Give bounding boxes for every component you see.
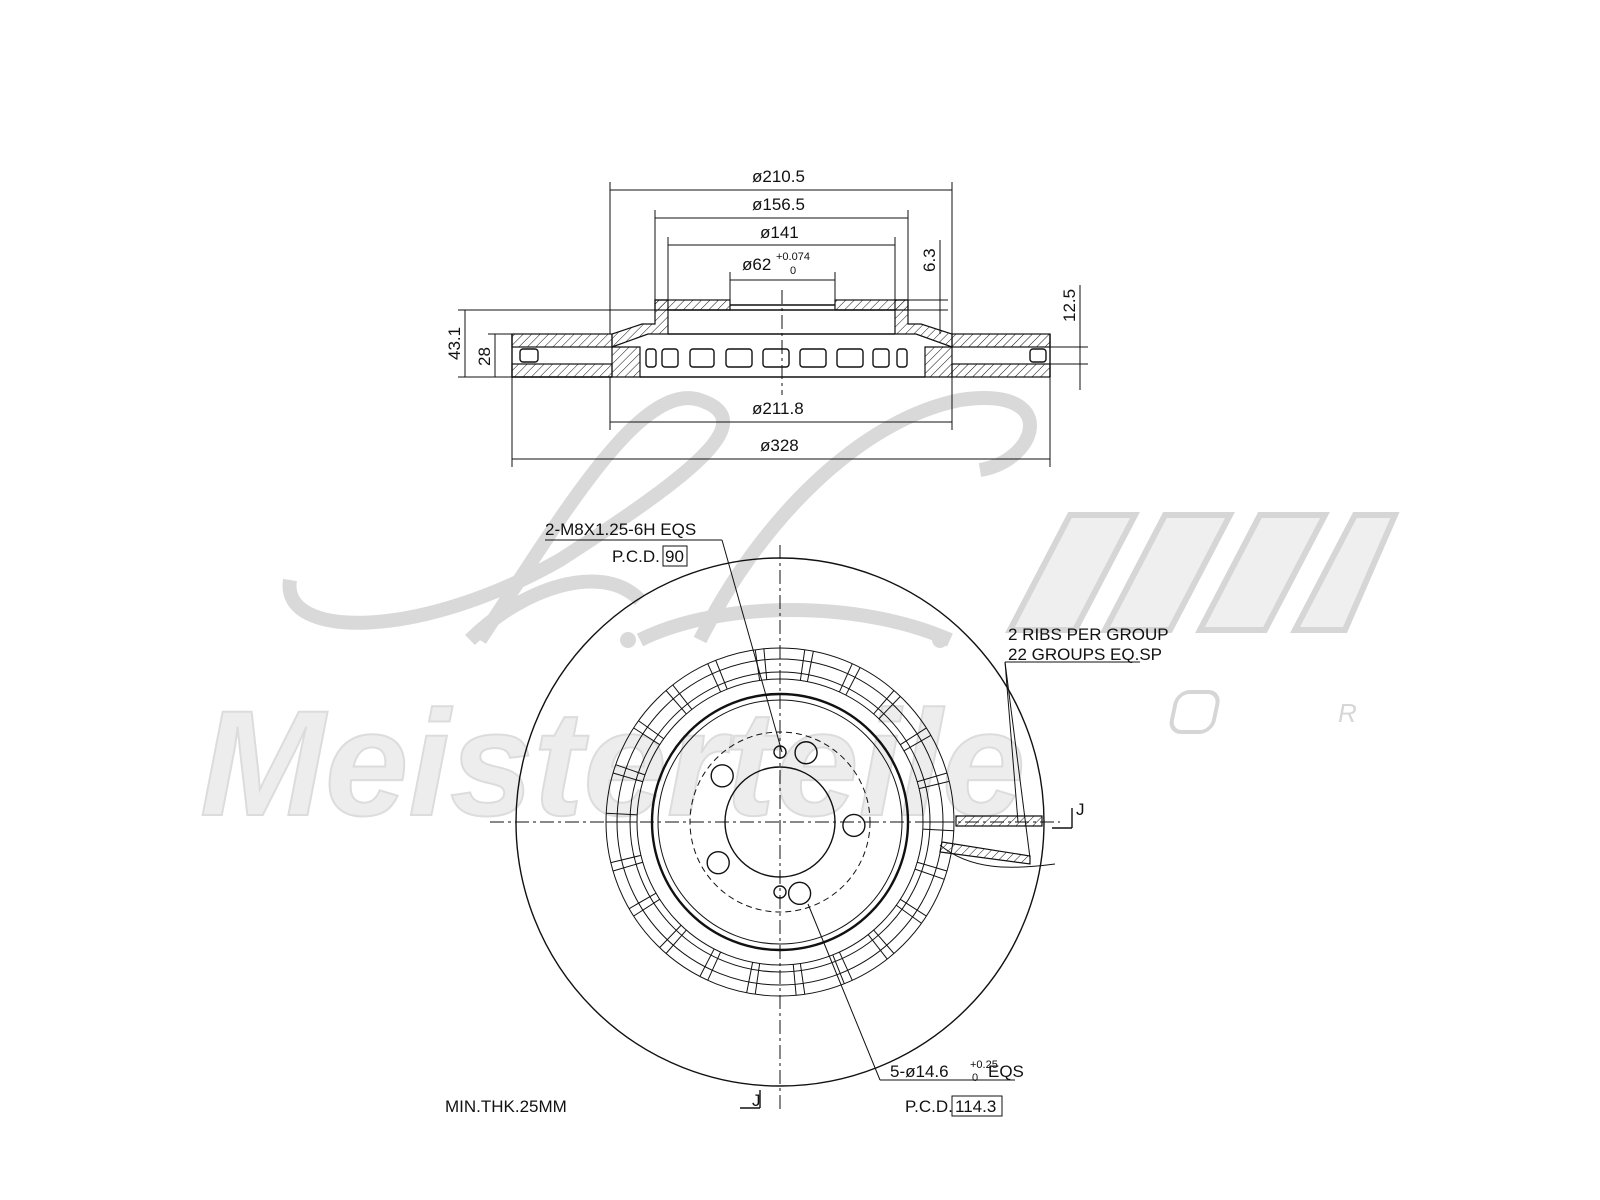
vent-rib bbox=[715, 660, 728, 690]
vent-rib bbox=[633, 727, 660, 746]
vent-rib bbox=[606, 812, 638, 816]
vent-rib bbox=[914, 868, 945, 880]
vent-rib bbox=[615, 764, 646, 776]
vent-ring-right bbox=[924, 346, 953, 378]
thread-pcd-value: 90 bbox=[665, 547, 684, 566]
bolt-hole bbox=[794, 741, 818, 765]
vent-rib bbox=[665, 690, 687, 715]
vent-rib bbox=[628, 892, 657, 910]
bolt-pcd-value: 114.3 bbox=[955, 1097, 996, 1116]
hat-top-left bbox=[654, 299, 731, 311]
vent-rib bbox=[672, 684, 693, 710]
vent-rib bbox=[900, 727, 927, 746]
dim-lines bbox=[458, 182, 1088, 467]
vent-rib bbox=[806, 651, 814, 682]
vent-rib bbox=[638, 720, 665, 740]
vent-rib bbox=[867, 934, 888, 960]
bolt-hole bbox=[710, 764, 734, 788]
section-marker-bottom: J bbox=[752, 1091, 761, 1110]
dim-thickness: 28 bbox=[475, 347, 494, 366]
section-marker-top: J bbox=[1076, 800, 1085, 819]
ribs-line-2: 22 GROUPS EQ.SP bbox=[1008, 645, 1162, 664]
vent-rib bbox=[612, 772, 643, 783]
bolt-hole bbox=[706, 851, 730, 875]
friction-plate-right-top bbox=[951, 333, 1051, 348]
vent-rib bbox=[707, 663, 722, 693]
dim-hat-wall: 6.3 bbox=[920, 248, 939, 272]
vent-rib bbox=[918, 780, 950, 790]
vent-ribs bbox=[606, 648, 954, 996]
vent-rib bbox=[763, 648, 768, 680]
vent-rib bbox=[917, 772, 948, 783]
vent-rib bbox=[659, 924, 682, 948]
vent-rib bbox=[878, 696, 901, 720]
vent-ring-left bbox=[611, 346, 641, 378]
vent-rib bbox=[832, 954, 845, 984]
vent-rib bbox=[754, 963, 761, 995]
bolt-callout-suffix: EQS bbox=[988, 1062, 1024, 1081]
thread-pcd-label: P.C.D. bbox=[612, 547, 660, 566]
watermark-brand-text: Meisterteile bbox=[200, 679, 1025, 847]
bolt-hole bbox=[787, 881, 812, 906]
friction-plate-left-bottom bbox=[511, 363, 613, 378]
hat-top-right bbox=[834, 299, 909, 311]
vent-rib bbox=[900, 898, 927, 917]
vent-rib bbox=[903, 734, 932, 752]
bolt-hole bbox=[842, 813, 866, 838]
vent-rib bbox=[838, 663, 853, 693]
vent-rib bbox=[838, 951, 853, 981]
plan-view: J J 2-M8X1.25-6H EQS P.C.D. 90 2 RIBS PE… bbox=[445, 520, 1169, 1117]
bolt-tol-lower: 0 bbox=[972, 1072, 978, 1084]
vent-rib bbox=[792, 964, 797, 996]
vent-slots bbox=[519, 348, 1047, 368]
thread-callout: 2-M8X1.25-6H EQS bbox=[545, 520, 696, 539]
vent-rib bbox=[699, 948, 715, 977]
vent-rib bbox=[917, 861, 948, 872]
dim-bore-tol-lower: 0 bbox=[790, 265, 796, 277]
vent-rib bbox=[612, 861, 643, 872]
section-view: ø210.5 ø156.5 ø141 ø62 +0.074 0 ø211.8 ø… bbox=[445, 167, 1088, 467]
dim-bore: ø62 bbox=[742, 255, 771, 274]
dim-vent-inner: ø211.8 bbox=[752, 399, 804, 418]
watermark-logo-dot bbox=[620, 632, 636, 648]
vent-rib bbox=[845, 667, 861, 696]
vent-rib bbox=[665, 929, 687, 954]
dim-hat-inner: ø141 bbox=[760, 223, 799, 242]
svg-text:R: R bbox=[1338, 698, 1357, 728]
dim-disc: ø328 bbox=[760, 436, 799, 455]
ribs-line-1: 2 RIBS PER GROUP bbox=[1008, 625, 1169, 644]
bolt-pcd-label: P.C.D. bbox=[905, 1097, 953, 1116]
vent-rib bbox=[707, 951, 722, 981]
vent-rib bbox=[610, 854, 642, 864]
watermark-logo-swoosh bbox=[282, 391, 1037, 647]
vent-rib bbox=[922, 828, 954, 832]
vent-rib bbox=[799, 963, 806, 995]
watermark-logo-dot bbox=[932, 632, 948, 648]
bolt-holes bbox=[706, 741, 866, 906]
section-cut-strip bbox=[955, 815, 1043, 827]
dim-offset: 12.5 bbox=[1060, 289, 1079, 322]
dim-bore-tol-upper: +0.074 bbox=[776, 251, 810, 263]
watermark-stripes-icon bbox=[1005, 512, 1400, 633]
friction-plate-right-bottom bbox=[951, 363, 1051, 378]
friction-plate-left-top bbox=[511, 333, 613, 348]
vent-rib bbox=[895, 904, 922, 924]
dim-height-total: 43.1 bbox=[445, 327, 464, 360]
watermark: Meisterteile R bbox=[199, 391, 1400, 848]
vent-rib bbox=[746, 962, 754, 993]
vent-rib bbox=[873, 929, 895, 954]
vent-rib bbox=[799, 649, 806, 681]
dim-hat-top: ø156.5 bbox=[752, 195, 805, 214]
bolt-callout-prefix: 5-ø14.6 bbox=[890, 1062, 949, 1081]
watermark-registered-icon: R bbox=[1169, 690, 1357, 734]
section-cut-strip-lower bbox=[939, 841, 1031, 865]
vent-rib bbox=[633, 898, 660, 917]
vent-rib bbox=[873, 690, 895, 715]
min-thickness-note: MIN.THK.25MM bbox=[445, 1097, 567, 1116]
bolt-tol-upper: +0.25 bbox=[970, 1059, 998, 1071]
dim-outer-top: ø210.5 bbox=[752, 167, 805, 186]
